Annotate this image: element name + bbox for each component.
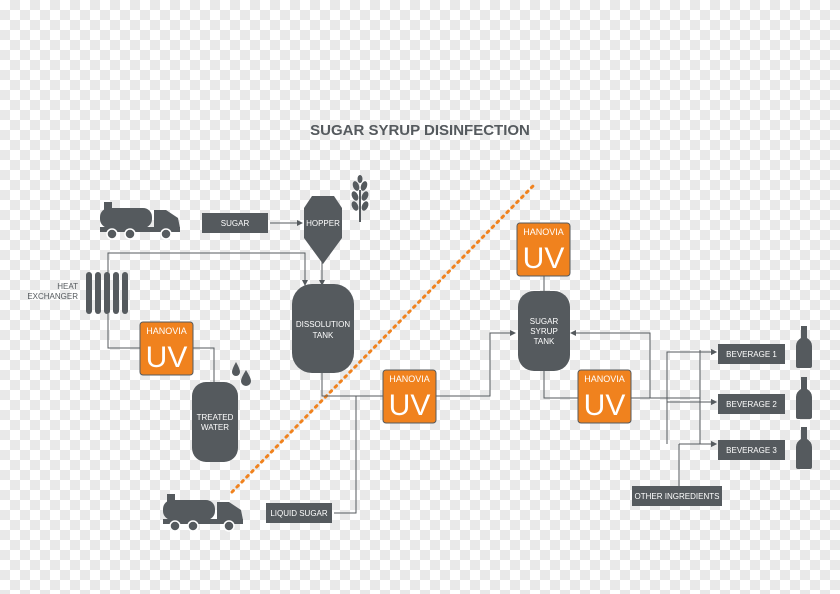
bottle-icon (796, 326, 812, 368)
uv-brand: HANOVIA (389, 374, 430, 384)
heat-exchanger (86, 272, 128, 314)
wheat-icon (351, 175, 369, 222)
pipe-uv1-to-water (193, 347, 215, 384)
beverage-3-box (718, 440, 785, 460)
sugar-label (202, 213, 268, 233)
dissolution-tank (292, 284, 354, 373)
uv-mark: UV (584, 389, 626, 422)
uv-mark: UV (389, 389, 431, 422)
pipe-tank-to-uv2 (321, 372, 383, 397)
dotted-boundary-line (230, 184, 535, 494)
uv-mark: UV (146, 341, 188, 374)
uv-unit-3: HANOVIA UV (516, 222, 571, 277)
liquid-sugar-label-text: LIQUID SUGAR (270, 509, 328, 518)
tanker-truck-icon (99, 201, 181, 240)
sugar-syrup-tank-label-2: SYRUP (530, 327, 558, 336)
dissolution-tank-label-2: TANK (313, 331, 334, 340)
beverage-1-label: BEVERAGE 1 (726, 350, 777, 359)
sugar-syrup-tank-label-1: SUGAR (530, 317, 559, 326)
uv-brand: HANOVIA (146, 326, 187, 336)
heat-exchanger-label-2: EXCHANGER (27, 292, 78, 301)
pipe-heat-exchanger-to-uv1 (107, 314, 140, 349)
beverage-2-box (718, 394, 785, 414)
uv-unit-4: HANOVIA UV (577, 369, 632, 424)
sugar-label-text: SUGAR (221, 219, 250, 228)
heat-exchanger-label-1: HEAT (57, 282, 78, 291)
uv-brand: HANOVIA (584, 374, 625, 384)
uv-unit-2: HANOVIA UV (382, 369, 437, 424)
other-ingredients-box (632, 486, 722, 506)
pipe-uv2-to-syrup-tank (436, 330, 516, 397)
tanker-truck-icon (162, 493, 244, 532)
pipe-heat-exchanger-to-tank (107, 252, 308, 286)
pipe-syrup-tank-to-uv4 (543, 370, 578, 399)
bottle-icon (796, 427, 812, 469)
uv-brand: HANOVIA (523, 227, 564, 237)
pipe-ingredients-bev1 (666, 349, 717, 444)
treated-water-tank (192, 382, 238, 462)
dissolution-tank-label-1: DISSOLUTION (296, 320, 350, 329)
bottle-icon (796, 377, 812, 419)
uv-unit-1: HANOVIA UV (139, 321, 194, 376)
beverage-1-box (718, 344, 785, 364)
uv-mark: UV (523, 242, 565, 275)
sugar-syrup-tank (518, 291, 570, 371)
water-drops-icon (232, 362, 251, 386)
sugar-syrup-tank-label-3: TANK (534, 337, 555, 346)
beverage-2-label: BEVERAGE 2 (726, 400, 777, 409)
pipe-to-liquid-sugar (334, 396, 357, 514)
hopper (304, 196, 342, 264)
treated-water-label-1: TREATED (197, 413, 234, 422)
diagram-title: SUGAR SYRUP DISINFECTION (310, 122, 530, 139)
beverage-3-label: BEVERAGE 3 (726, 446, 777, 455)
other-ingredients-label: OTHER INGREDIENTS (635, 492, 720, 501)
hopper-label: HOPPER (306, 219, 340, 228)
liquid-sugar-label (266, 503, 332, 523)
treated-water-label-2: WATER (201, 423, 229, 432)
